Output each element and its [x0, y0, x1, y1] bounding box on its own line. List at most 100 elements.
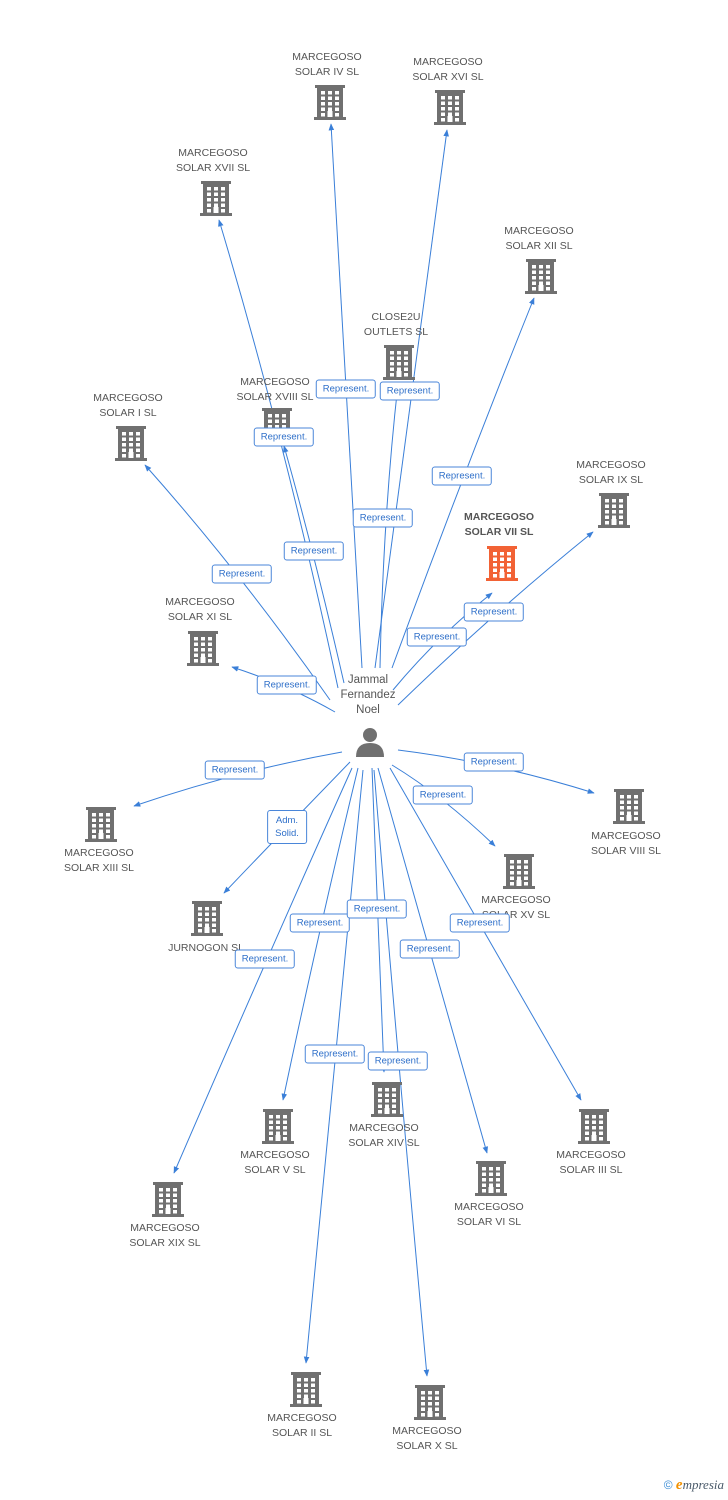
company-label-line: JURNOGON SL	[168, 942, 244, 954]
empresia-logo[interactable]: empresia	[675, 1477, 724, 1493]
company-label-line: SOLAR XVII SL	[175, 162, 251, 174]
company-label-jurnogon[interactable]: JURNOGON SL	[136, 941, 276, 956]
company-label-s7[interactable]: MARCEGOSO SOLAR VII SL	[429, 510, 569, 540]
company-label-line: MARCEGOSO	[240, 376, 310, 388]
edge-label-s17[interactable]: Represent.	[253, 427, 315, 447]
company-label-line: MARCEGOSO	[292, 51, 362, 63]
building-icon-s5[interactable]	[262, 1109, 294, 1144]
company-label-s11[interactable]: MARCEGOSO SOLAR XI SL	[130, 595, 270, 625]
company-label-s13[interactable]: MARCEGOSO SOLAR XIII SL	[29, 846, 169, 876]
company-label-line: MARCEGOSO	[556, 1149, 626, 1161]
edge-label-s6[interactable]: Represent.	[399, 939, 461, 959]
edge-label-s9[interactable]: Represent.	[463, 602, 525, 622]
company-label-line: SOLAR IX SL	[578, 474, 644, 486]
building-icon-s3[interactable]	[578, 1109, 610, 1144]
company-label-line: MARCEGOSO	[240, 1149, 310, 1161]
company-label-s18[interactable]: MARCEGOSO SOLAR XVIII SL	[205, 375, 345, 405]
company-label-s10[interactable]: MARCEGOSO SOLAR X SL	[357, 1424, 497, 1454]
person-icon[interactable]	[356, 728, 384, 757]
edge-label-line: Solid.	[275, 828, 299, 839]
edge-s18	[283, 445, 345, 684]
company-label-s9[interactable]: MARCEGOSO SOLAR IX SL	[541, 458, 681, 488]
building-icon-s6[interactable]	[475, 1161, 507, 1196]
building-icon-s4[interactable]	[314, 85, 346, 120]
company-label-line: MARCEGOSO	[392, 1425, 462, 1437]
company-label-line: SOLAR XIII SL	[63, 862, 135, 874]
company-label-line: MARCEGOSO	[463, 511, 534, 523]
building-icon-s16[interactable]	[434, 90, 466, 125]
edge-label-close2u[interactable]: Represent.	[352, 508, 414, 528]
company-label-line: SOLAR V SL	[244, 1164, 306, 1176]
company-label-line: SOLAR XVIII SL	[236, 391, 314, 403]
edge-label-s19[interactable]: Represent.	[234, 949, 296, 969]
building-icon-s9[interactable]	[598, 493, 630, 528]
footer: © empresia	[664, 1477, 724, 1494]
edge-label-s5[interactable]: Represent.	[289, 913, 351, 933]
company-label-line: MARCEGOSO	[504, 225, 574, 237]
edge-label-s8[interactable]: Represent.	[463, 752, 525, 772]
building-icon-close2u[interactable]	[383, 345, 415, 380]
edge-label-s16[interactable]: Represent.	[379, 381, 441, 401]
company-label-line: CLOSE2U	[371, 311, 421, 323]
edge-label-s12[interactable]: Represent.	[431, 466, 493, 486]
company-label-line: MARCEGOSO	[349, 1122, 419, 1134]
company-label-line: SOLAR XI SL	[167, 611, 233, 623]
edge-label-s7[interactable]: Represent.	[406, 627, 468, 647]
company-label-line: SOLAR XVI SL	[412, 71, 484, 83]
building-icon-s7[interactable]	[486, 546, 518, 581]
building-icon-jurnogon[interactable]	[191, 901, 223, 936]
edge-label-s18[interactable]: Represent.	[283, 541, 345, 561]
edge-label-jurnogon[interactable]: Adm.Solid.	[267, 810, 307, 844]
company-label-line: MARCEGOSO	[576, 459, 646, 471]
edge-label-s4[interactable]: Represent.	[315, 379, 377, 399]
building-icon-s13[interactable]	[85, 807, 117, 842]
edge-label-s13[interactable]: Represent.	[204, 760, 266, 780]
edge-label-s2[interactable]: Represent.	[304, 1044, 366, 1064]
edge-label-s1[interactable]: Represent.	[211, 564, 273, 584]
edge-s17	[218, 219, 339, 689]
person-label-line: Noel	[356, 704, 380, 716]
building-icon-s14[interactable]	[371, 1082, 403, 1117]
company-label-s19[interactable]: MARCEGOSO SOLAR XIX SL	[95, 1221, 235, 1251]
building-icon-s8[interactable]	[613, 789, 645, 824]
building-icon-s19[interactable]	[152, 1182, 184, 1217]
building-icon-s2[interactable]	[290, 1372, 322, 1407]
edge-label-s10[interactable]: Represent.	[367, 1051, 429, 1071]
company-label-line: SOLAR X SL	[396, 1440, 458, 1452]
company-label-line: MARCEGOSO	[165, 596, 235, 608]
edge-label-s3[interactable]: Represent.	[449, 913, 511, 933]
nodes-layer	[85, 85, 645, 1420]
building-icon-s17[interactable]	[200, 181, 232, 216]
building-icon-s1[interactable]	[115, 426, 147, 461]
edge-s15	[391, 764, 496, 847]
edge-s19	[173, 767, 353, 1174]
edge-label-s11[interactable]: Represent.	[256, 675, 318, 695]
company-label-s12[interactable]: MARCEGOSO SOLAR XII SL	[469, 224, 609, 254]
company-label-line: SOLAR II SL	[271, 1427, 333, 1439]
building-icon-s10[interactable]	[414, 1385, 446, 1420]
building-icon-s12[interactable]	[525, 259, 557, 294]
building-icon-s15[interactable]	[503, 854, 535, 889]
company-label-line: SOLAR VII SL	[464, 526, 534, 538]
edge-label-s15[interactable]: Represent.	[412, 785, 474, 805]
company-label-line: SOLAR VI SL	[456, 1216, 522, 1228]
company-label-line: MARCEGOSO	[64, 847, 134, 859]
edge-label-s14[interactable]: Represent.	[346, 899, 408, 919]
company-label-line: MARCEGOSO	[130, 1222, 200, 1234]
building-icon-s11[interactable]	[187, 631, 219, 666]
company-label-line: SOLAR XIX SL	[129, 1237, 201, 1249]
company-label-line: SOLAR XII SL	[505, 240, 573, 252]
company-label-s5[interactable]: MARCEGOSO SOLAR V SL	[205, 1148, 345, 1178]
